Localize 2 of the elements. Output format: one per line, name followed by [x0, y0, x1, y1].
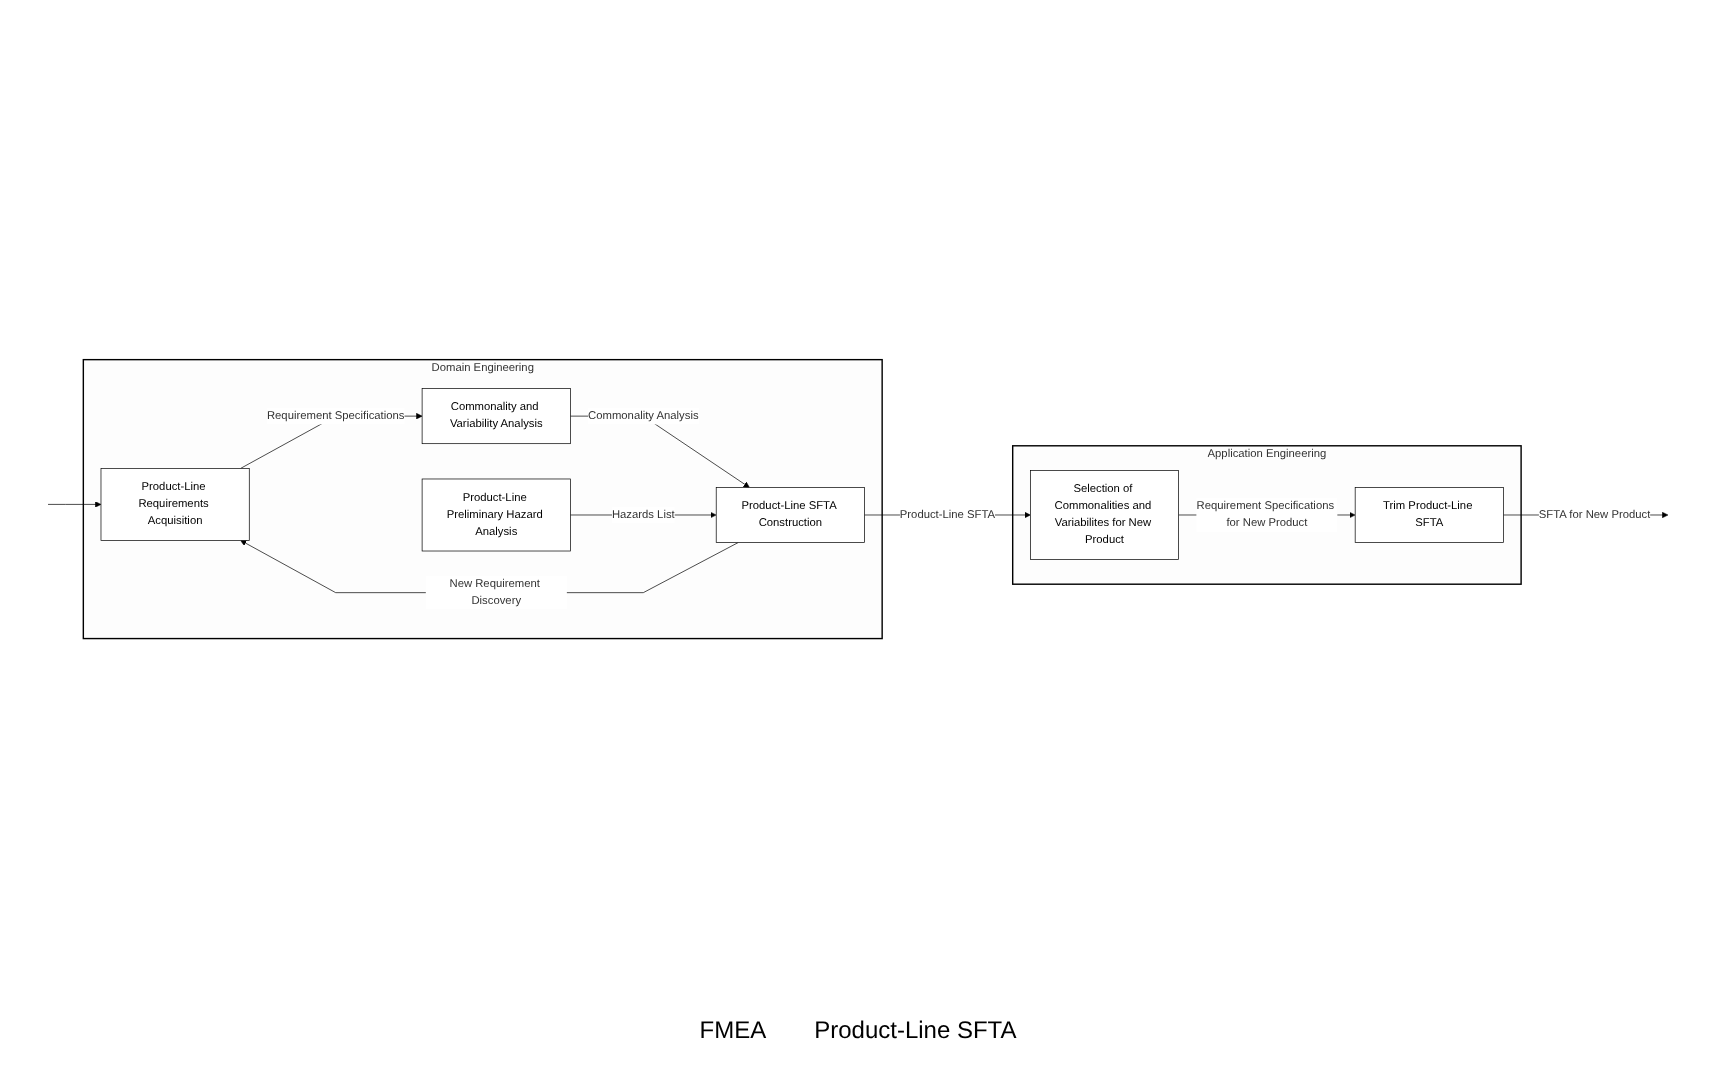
note-label: FMEA: [699, 1016, 767, 1044]
note-label: Product-Line SFTA: [814, 1016, 1017, 1044]
